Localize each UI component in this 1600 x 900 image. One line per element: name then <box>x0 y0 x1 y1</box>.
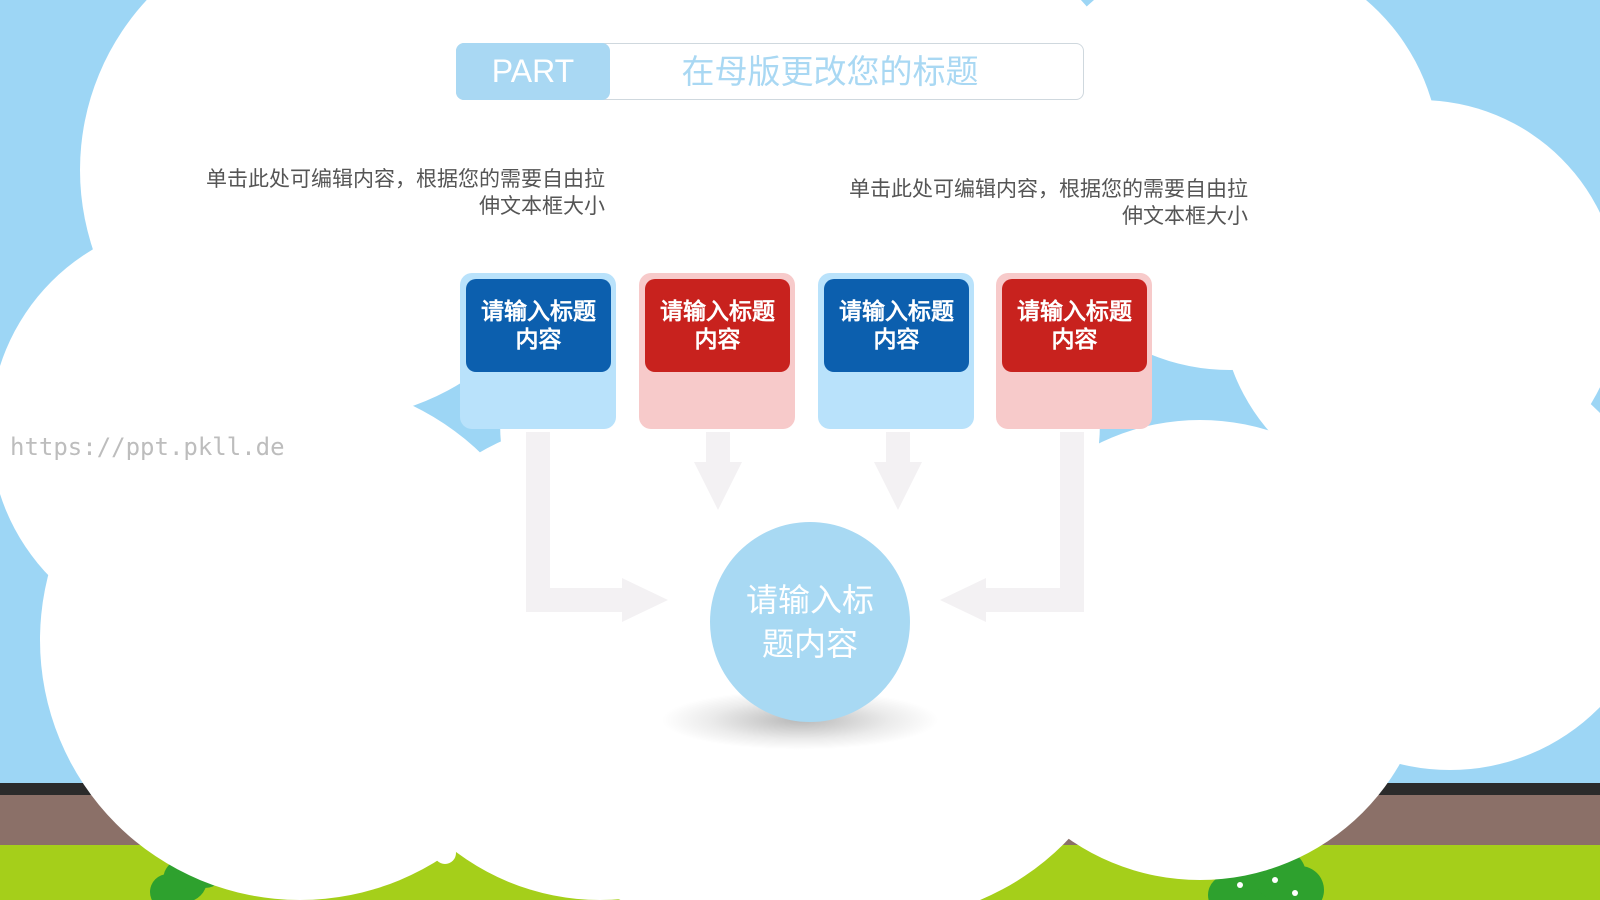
title-card-2-label[interactable]: 请输入标题内容 <box>645 279 790 372</box>
title-card-4-label[interactable]: 请输入标题内容 <box>1002 279 1147 372</box>
arrow-left-elbow <box>526 432 668 622</box>
description-left[interactable]: 单击此处可编辑内容，根据您的需要自由拉伸文本框大小 <box>206 167 605 218</box>
description-right[interactable]: 单击此处可编辑内容，根据您的需要自由拉伸文本框大小 <box>849 177 1248 228</box>
title-card-4: 请输入标题内容 <box>996 273 1152 429</box>
center-circle[interactable]: 请输入标题内容 <box>710 522 910 722</box>
part-label: PART <box>456 43 610 100</box>
arrow-down-2 <box>874 432 922 510</box>
title-card-3-label[interactable]: 请输入标题内容 <box>824 279 969 372</box>
title-card-3: 请输入标题内容 <box>818 273 974 429</box>
arrow-down-1 <box>694 432 742 510</box>
title-card-1: 请输入标题内容 <box>460 273 616 429</box>
title-card-2: 请输入标题内容 <box>639 273 795 429</box>
title-card-1-label[interactable]: 请输入标题内容 <box>466 279 611 372</box>
flow-arrows <box>526 432 1084 622</box>
page-title[interactable]: 在母版更改您的标题 <box>681 52 979 91</box>
watermark-text: https://ppt.pkll.de <box>10 433 285 461</box>
arrow-right-elbow <box>940 432 1084 622</box>
